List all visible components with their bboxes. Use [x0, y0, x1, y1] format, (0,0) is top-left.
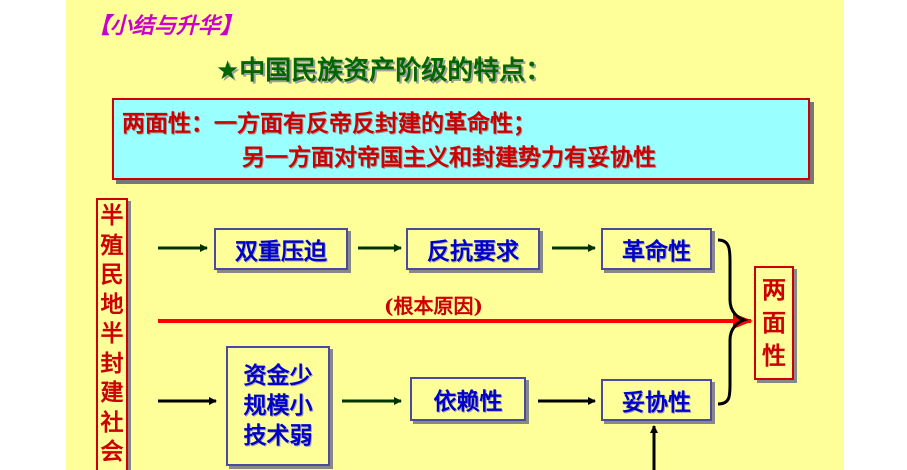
- node-weak-capital: 资金少 规模小 技术弱: [226, 346, 330, 466]
- dual-nature-line-1: 两面性：一方面有反帝反封建的革命性；: [122, 111, 536, 137]
- root-cause-label: (根本原因): [384, 294, 483, 318]
- flow-arrows: [158, 238, 753, 470]
- result-label: 两面性: [762, 276, 786, 370]
- node-double-oppression: 双重压迫: [214, 228, 348, 270]
- node-compromise: 妥协性: [601, 379, 712, 421]
- result-box: 两面性: [754, 266, 794, 380]
- node-dependence: 依赖性: [410, 377, 526, 421]
- node-resistance-demand: 反抗要求: [406, 228, 540, 270]
- society-label: 半殖民地半封建社会: [100, 203, 124, 465]
- society-box: 半殖民地半封建社会: [96, 198, 128, 470]
- dual-nature-box: 两面性：一方面有反帝反封建的革命性； 另一方面对帝国主义和封建势力有妥协性: [112, 98, 810, 180]
- weakness-line-1: 资金少: [243, 363, 313, 389]
- right-brace: [717, 238, 749, 406]
- feature-heading: ★中国民族资产阶级的特点：: [216, 56, 552, 86]
- weakness-line-3: 技术弱: [243, 423, 313, 449]
- weakness-line-2: 规模小: [243, 393, 313, 419]
- summary-tag: 【小结与升华】: [88, 14, 243, 39]
- dual-nature-line-2: 另一方面对帝国主义和封建势力有妥协性: [242, 145, 656, 171]
- slide: 【小结与升华】 ★中国民族资产阶级的特点： 两面性：一方面有反帝反封建的革命性；…: [66, 0, 844, 470]
- node-revolutionary: 革命性: [601, 228, 712, 270]
